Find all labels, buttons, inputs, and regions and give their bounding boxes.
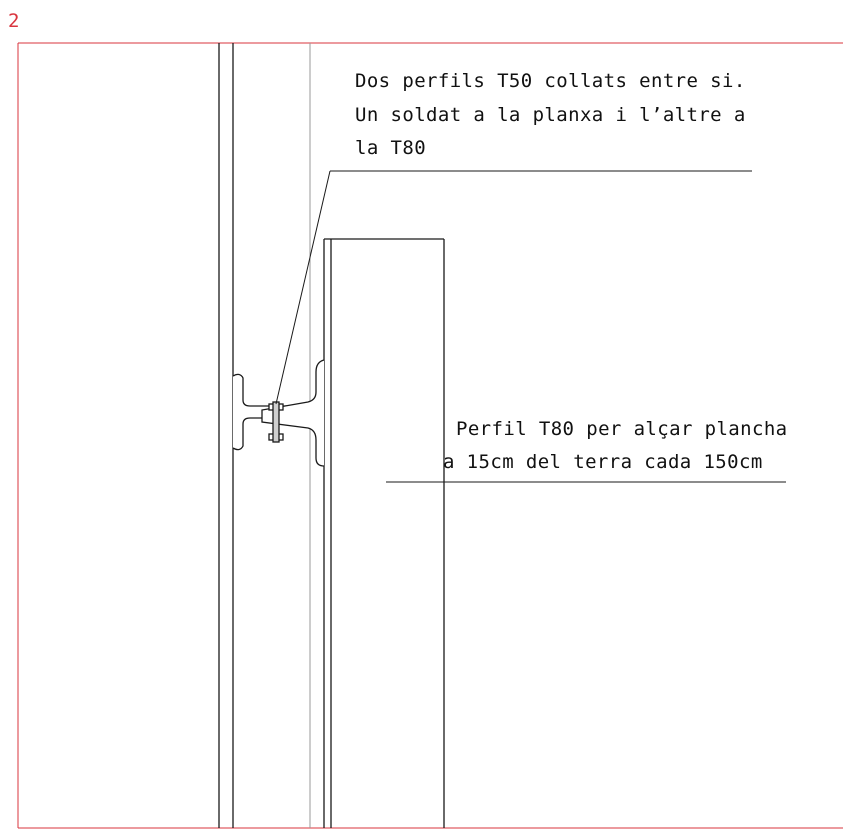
- plancha-panel: [323, 238, 445, 828]
- sheet-frame: [17, 42, 843, 829]
- wall-plate: [218, 43, 234, 828]
- annotation-t50-line-3: la T80: [355, 137, 426, 159]
- annotation-t50-line-2: Un soldat a la planxa i l’altre a: [355, 104, 746, 126]
- top-leader: [275, 170, 752, 405]
- annotation-t50-line-1: Dos perfils T50 collats entre si.: [355, 70, 746, 92]
- bolt: [272, 401, 280, 443]
- annotation-t80-line-1: Perfil T80 per alçar plancha: [456, 418, 788, 440]
- annotation-t80-line-2: a 15cm del terra cada 150cm: [443, 451, 763, 473]
- sheet-number: 2: [8, 10, 19, 32]
